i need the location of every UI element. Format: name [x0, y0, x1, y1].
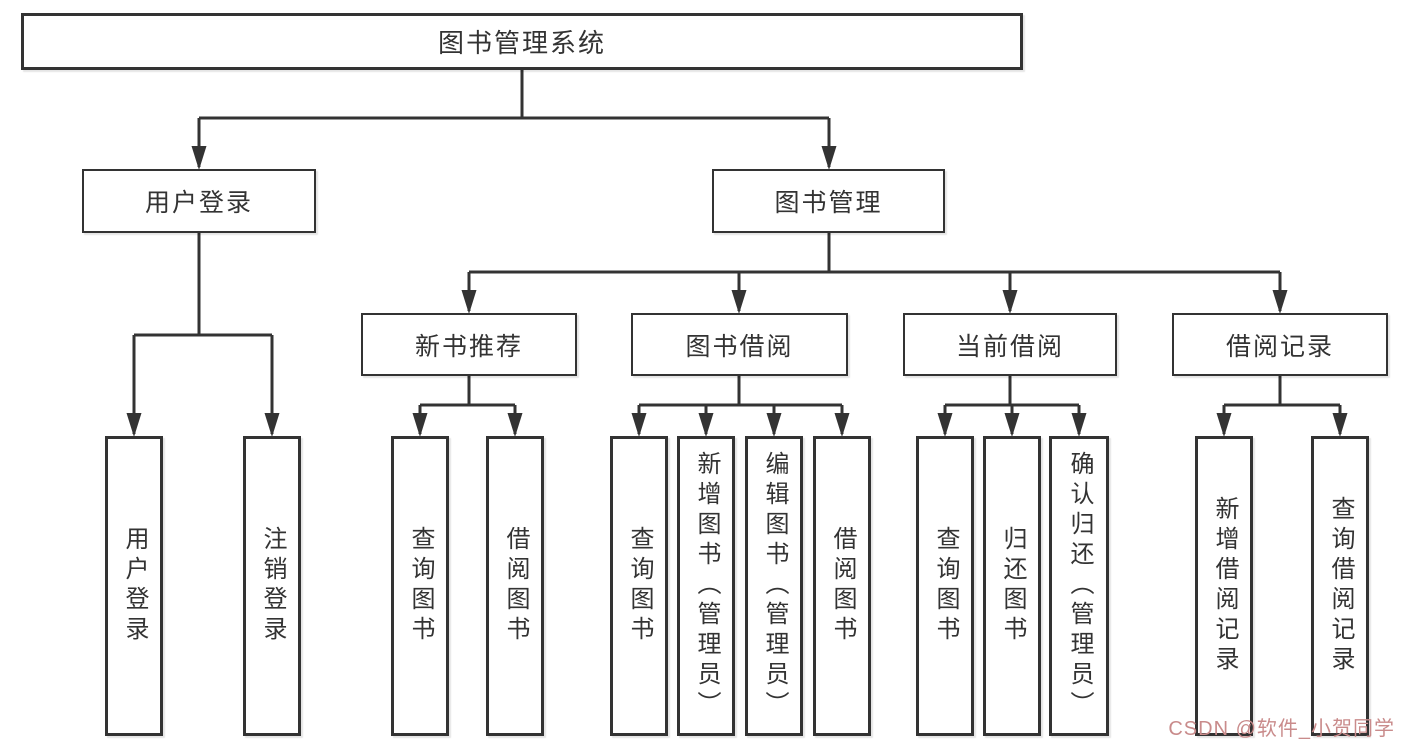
node-book-management: 图书管理 — [712, 169, 945, 233]
node-label: 新书推荐 — [414, 332, 523, 361]
leaf-label: 查询图书 — [626, 526, 653, 646]
node-library-management-system: 图书管理系统 — [21, 13, 1023, 70]
leaf-logout: 注销登录 — [243, 436, 301, 736]
leaf-label: 归还图书 — [999, 526, 1026, 646]
leaf-borrow-books-recommend: 借阅图书 — [486, 436, 544, 736]
leaf-label: 确认归还（管理员） — [1066, 451, 1093, 721]
leaf-label: 借阅图书 — [502, 526, 529, 646]
leaf-label: 查询图书 — [932, 526, 959, 646]
node-label: 用户登录 — [144, 189, 253, 217]
node-label: 借阅记录 — [1225, 332, 1334, 361]
leaf-user-login: 用户登录 — [105, 436, 163, 736]
leaf-label: 注销登录 — [259, 526, 286, 646]
node-label: 图书借阅 — [685, 332, 794, 361]
csdn-watermark: CSDN @软件_小贺同学 — [1168, 718, 1395, 740]
leaf-label: 查询借阅记录 — [1327, 496, 1354, 676]
connector-group — [126, 70, 1348, 437]
node-label: 图书管理系统 — [437, 28, 606, 58]
leaf-label: 新增借阅记录 — [1211, 496, 1238, 676]
leaf-label: 借阅图书 — [829, 526, 856, 646]
leaf-label: 新增图书（管理员） — [693, 451, 720, 721]
leaf-add-borrow-record: 新增借阅记录 — [1195, 436, 1253, 736]
leaf-query-books-recommend: 查询图书 — [391, 436, 449, 736]
node-new-book-recommend: 新书推荐 — [361, 313, 577, 376]
node-label: 图书管理 — [774, 189, 883, 217]
leaf-label: 查询图书 — [407, 526, 434, 646]
leaf-confirm-return-admin: 确认归还（管理员） — [1049, 436, 1109, 736]
node-user-login: 用户登录 — [82, 169, 316, 233]
leaf-add-book-admin: 新增图书（管理员） — [677, 436, 735, 736]
node-current-borrowing: 当前借阅 — [903, 313, 1117, 376]
leaf-edit-book-admin: 编辑图书（管理员） — [745, 436, 803, 736]
leaf-label: 用户登录 — [121, 526, 148, 646]
leaf-borrow-books: 借阅图书 — [813, 436, 871, 736]
node-label: 当前借阅 — [955, 332, 1064, 361]
leaf-query-books-current: 查询图书 — [916, 436, 974, 736]
node-borrowing-records: 借阅记录 — [1172, 313, 1388, 376]
leaf-query-books-borrow: 查询图书 — [610, 436, 668, 736]
leaf-return-book: 归还图书 — [983, 436, 1041, 736]
leaf-label: 编辑图书（管理员） — [761, 451, 788, 721]
node-book-borrowing: 图书借阅 — [631, 313, 848, 376]
leaf-query-borrow-record: 查询借阅记录 — [1311, 436, 1369, 736]
